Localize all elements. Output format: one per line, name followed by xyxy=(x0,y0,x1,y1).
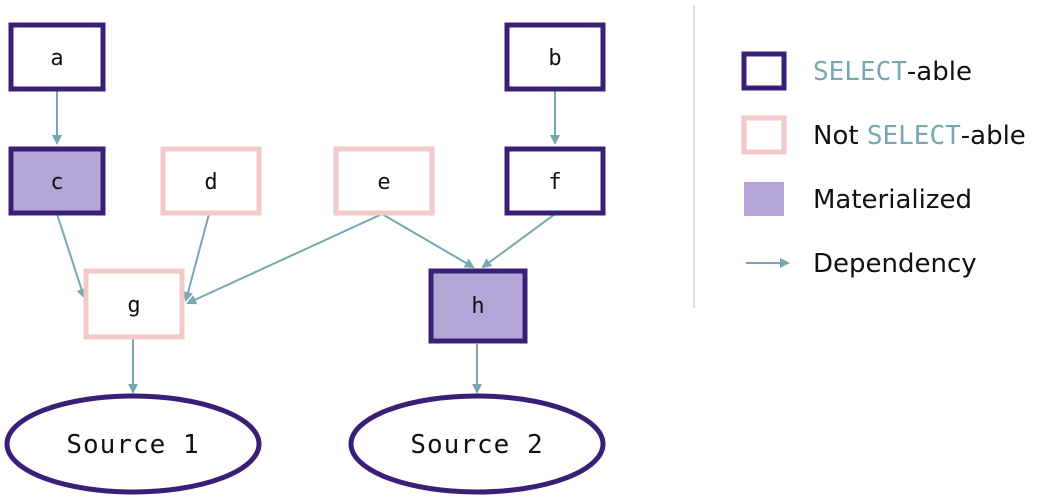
legend-item-not-selectable: Not SELECT-able xyxy=(741,115,1026,155)
legend-label-dependency: Dependency xyxy=(813,249,977,279)
edge-c-g xyxy=(56,213,87,299)
node-h-label: h xyxy=(471,294,484,319)
node-c: c xyxy=(8,146,106,216)
legend-keyword-select: SELECT xyxy=(813,57,907,87)
source-1: Source 1 xyxy=(4,393,262,495)
node-f: f xyxy=(504,146,606,216)
node-e: e xyxy=(333,146,435,216)
legend-label-not-selectable: Not SELECT-able xyxy=(813,121,1026,151)
node-h: h xyxy=(428,268,528,344)
legend-prefix: Not xyxy=(813,121,867,151)
node-f-label: f xyxy=(548,170,561,195)
node-d-label: d xyxy=(204,170,217,195)
legend-label-selectable: SELECT-able xyxy=(813,57,972,87)
legend-swatch-materialized xyxy=(744,182,784,216)
edge-d-g xyxy=(183,213,210,302)
node-g-label: g xyxy=(127,293,140,318)
edge-e-g xyxy=(186,213,383,305)
node-g: g xyxy=(83,268,185,340)
node-a-label: a xyxy=(50,46,63,71)
legend-swatch-not-selectable xyxy=(741,115,787,155)
edge-e-h xyxy=(381,213,475,269)
legend-keyword-select-2: SELECT xyxy=(867,121,961,151)
node-e-label: e xyxy=(377,170,390,195)
source-2-label: Source 2 xyxy=(410,430,543,460)
legend-suffix-2: -able xyxy=(961,121,1026,151)
source-1-label: Source 1 xyxy=(66,430,199,460)
node-b: b xyxy=(504,22,606,92)
legend-label-materialized: Materialized xyxy=(813,185,972,215)
node-d: d xyxy=(160,146,262,216)
source-2: Source 2 xyxy=(348,393,606,495)
legend-item-materialized: Materialized xyxy=(744,182,972,216)
legend-suffix: -able xyxy=(907,57,972,87)
edge-f-h xyxy=(481,213,556,269)
legend-item-selectable: SELECT-able xyxy=(741,51,972,91)
node-a: a xyxy=(8,22,106,92)
node-c-label: c xyxy=(50,170,63,195)
legend-item-dependency: Dependency xyxy=(746,249,977,279)
legend: SELECT-able Not SELECT-able Materialized… xyxy=(741,51,1026,279)
node-b-label: b xyxy=(548,46,561,71)
legend-swatch-selectable xyxy=(741,51,787,91)
